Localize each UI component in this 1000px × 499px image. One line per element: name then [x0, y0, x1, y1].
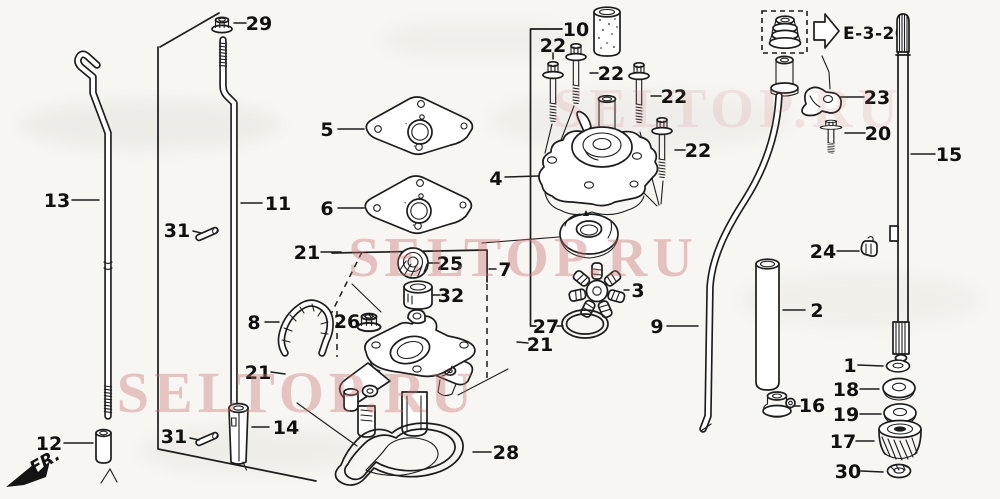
part-label-10: 10: [563, 19, 589, 41]
part-label-29: 29: [246, 13, 272, 35]
part-label-27: 27: [533, 316, 559, 338]
drive-shaft-15: [889, 13, 911, 363]
part-label-11: 11: [265, 193, 291, 215]
part-label-21: 21: [245, 362, 271, 384]
part-label-9: 9: [650, 316, 663, 338]
watermark-text-upper: SELTOP.RU: [348, 227, 698, 289]
bearing-25: [397, 247, 429, 279]
part-label-19: 19: [833, 404, 859, 426]
part-label-7: 7: [498, 259, 511, 281]
watermark-text-lower: SELTOP.RU: [117, 360, 477, 425]
clip-24: [860, 235, 878, 257]
part-label-30: 30: [835, 461, 861, 483]
front-arrow-icon: [6, 461, 50, 487]
grommet-16: [762, 391, 796, 419]
gasket-plate-6: [364, 174, 473, 235]
gasket-28: [334, 422, 464, 486]
part-label-18: 18: [833, 379, 859, 401]
pump-housing-4: [538, 94, 659, 216]
part-label-23: 23: [864, 87, 890, 109]
hose-clip-8: [277, 299, 334, 357]
leader-line-31: [189, 437, 200, 441]
part-label-22: 22: [661, 86, 687, 108]
leader-line-4: [504, 175, 539, 178]
part-label-3: 3: [631, 280, 644, 302]
lock-washer-30: [886, 463, 912, 479]
water-seal: [481, 210, 619, 259]
part-label-1: 1: [843, 355, 856, 377]
part-label-17: 17: [830, 431, 856, 453]
part-label-14: 14: [273, 417, 299, 439]
part-label-15: 15: [936, 144, 962, 166]
impeller-3: [567, 262, 627, 320]
phantom-panel-lines: [100, 12, 317, 484]
part-label-22: 22: [540, 35, 566, 57]
part-label-22: 22: [685, 140, 711, 162]
part-label-4: 4: [489, 168, 502, 190]
part-label-31: 31: [164, 220, 190, 242]
part-label-5: 5: [320, 119, 333, 141]
leader-line-21: [270, 371, 286, 375]
part-label-13: 13: [44, 190, 70, 212]
shift-rod-11: [218, 36, 238, 408]
watermark-text-faint: SELTOP.RU: [553, 78, 903, 140]
pinion-gear-17: [878, 419, 922, 461]
part-label-2: 2: [810, 300, 823, 322]
part-label-22: 22: [598, 63, 624, 85]
leader-line-1: [857, 364, 884, 367]
sleeve-14: [228, 402, 249, 471]
reference-arrow-icon: [813, 13, 840, 49]
leader-line-31: [192, 230, 202, 234]
dowel-pin-31-upper: [199, 227, 218, 238]
bushing-32: [403, 280, 433, 310]
watermarks: SELTOP.RU SELTOP.RU SELTOP.RU: [117, 78, 903, 425]
leader-lines: [63, 22, 936, 473]
leader-line-21: [516, 341, 529, 344]
lock-nut-29: [211, 16, 233, 34]
part-label-26: 26: [334, 311, 360, 333]
reference-code-label: E-3-20: [843, 24, 907, 44]
part-label-12: 12: [36, 433, 62, 455]
bolt-pointer-lines: [296, 105, 664, 447]
part-label-16: 16: [799, 395, 825, 417]
e320-dashed-box: [761, 10, 808, 54]
gasket-plate-5: [365, 95, 474, 156]
shift-rod-13: [74, 50, 113, 420]
thrust-washer-18: [882, 377, 916, 401]
part-label-8: 8: [247, 312, 260, 334]
part-label-32: 32: [438, 285, 464, 307]
o-ring-27: [561, 309, 609, 339]
part-label-21: 21: [527, 334, 553, 356]
sleeve-12: [95, 428, 112, 464]
leader-line-30: [860, 470, 884, 473]
flange-nut-26: [356, 312, 382, 333]
part-label-31: 31: [161, 426, 187, 448]
part-label-25: 25: [437, 253, 463, 275]
pump-base-housing: [338, 309, 476, 438]
tube-texture: [598, 18, 618, 49]
water-tube-10: [593, 6, 621, 57]
part-label-28: 28: [493, 442, 519, 464]
water-tube-2: [755, 258, 780, 391]
shift-clip-23: [801, 55, 842, 117]
e320-reference-block: E-3-20: [761, 10, 907, 54]
subassembly-7-boundary: [329, 249, 488, 378]
assembly-bracket-line: [529, 28, 563, 327]
paper-texture: [20, 20, 980, 474]
part-label-21: 21: [294, 242, 320, 264]
part-label-6: 6: [320, 198, 333, 220]
vertical-shaft-9: [699, 55, 799, 433]
part-label-24: 24: [810, 241, 836, 263]
lock-washer-1: [885, 359, 911, 373]
e320-grommet: [768, 15, 802, 50]
part-label-20: 20: [865, 123, 891, 145]
